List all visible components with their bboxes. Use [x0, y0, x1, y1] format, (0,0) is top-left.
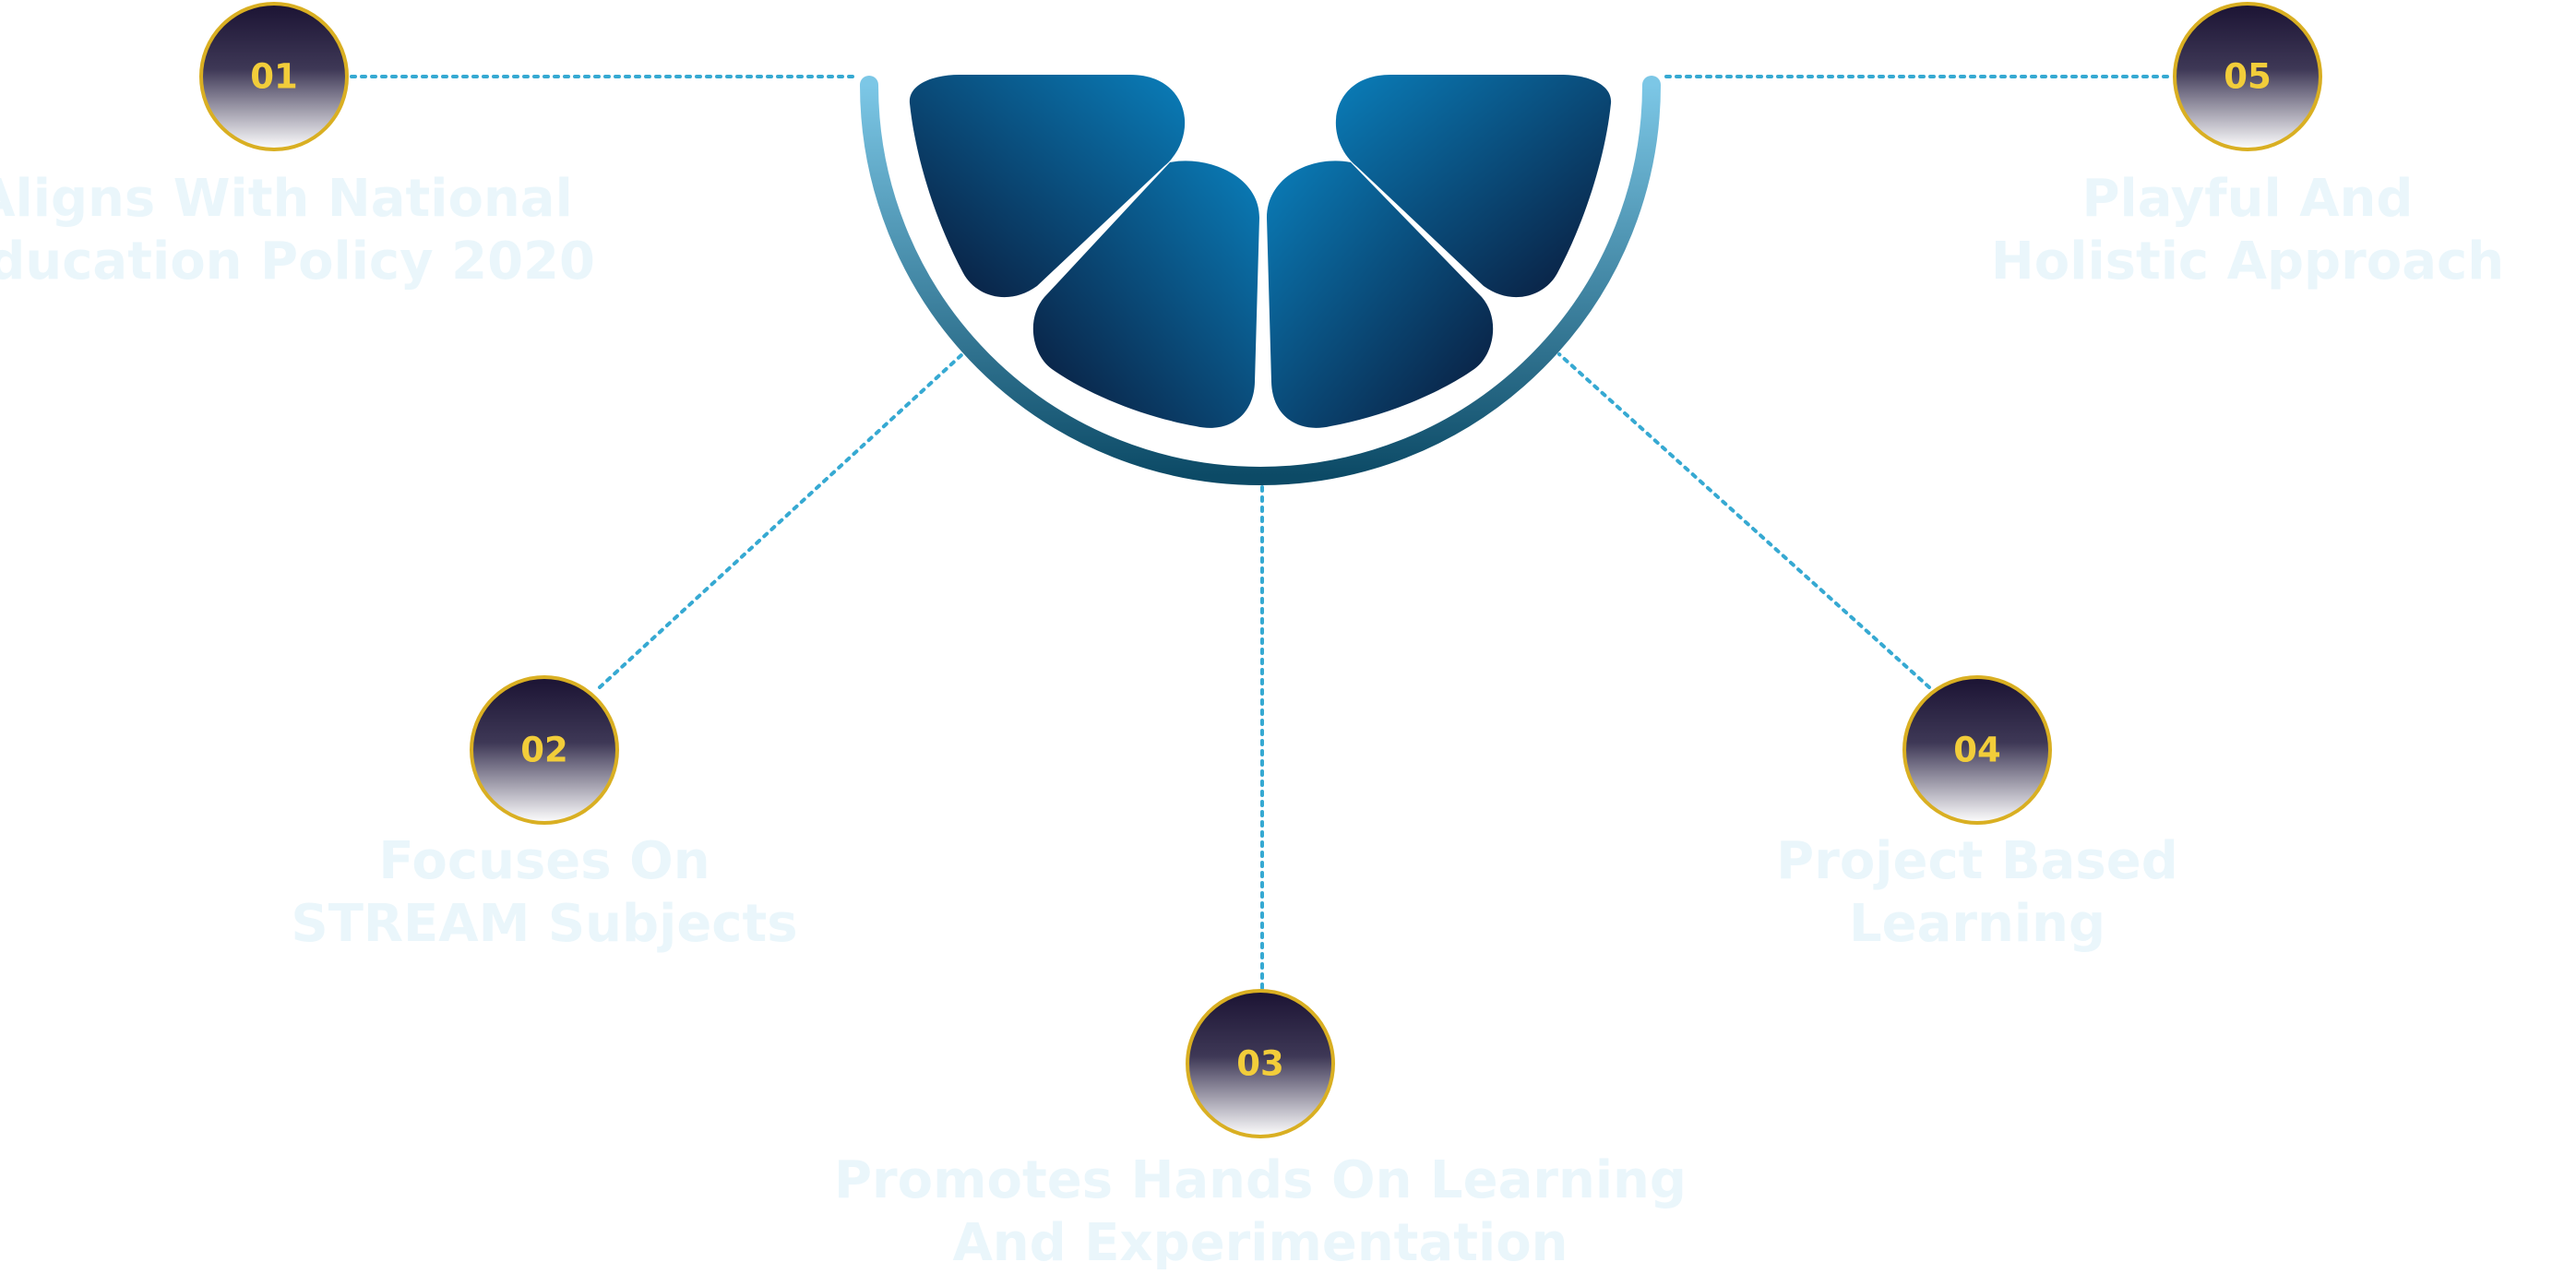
label-line: Aligns With National — [0, 169, 573, 229]
connector-04 — [1557, 352, 1931, 689]
badge-04: 04 — [1902, 675, 2052, 825]
badge-number: 02 — [520, 731, 568, 770]
lemon-slice-icon — [860, 75, 1661, 485]
lemon-rind-arc — [860, 76, 1661, 485]
label-02: Focuses On STREAM Subjects — [291, 831, 797, 954]
badge-number: 05 — [2224, 57, 2272, 97]
label-line: Education Policy 2020 — [0, 232, 595, 292]
label-line: Learning — [1849, 894, 2105, 954]
label-line: Focuses On — [378, 831, 710, 891]
label-line: Holistic Approach — [1991, 232, 2504, 292]
badge-03: 03 — [1186, 989, 1335, 1138]
lemon-segment-3 — [1267, 161, 1494, 428]
label-line: Promotes Hands On Learning — [834, 1150, 1687, 1210]
lemon-segment-4 — [1335, 75, 1612, 298]
label-line: Playful And — [2081, 169, 2413, 229]
label-line: And Experimentation — [952, 1213, 1568, 1269]
badge-01: 01 — [199, 2, 349, 151]
label-line: Project Based — [1776, 831, 2178, 891]
label-03: Promotes Hands On Learning And Experimen… — [834, 1150, 1687, 1273]
badge-number: 04 — [1953, 731, 2001, 770]
label-01: Aligns With National Education Policy 20… — [0, 169, 595, 292]
label-04: Project Based Learning — [1776, 831, 2178, 954]
badge-number: 03 — [1236, 1044, 1284, 1084]
connector-02 — [598, 352, 964, 689]
badge-02: 02 — [470, 675, 619, 825]
connector-lines — [350, 75, 2176, 991]
badge-number: 01 — [250, 57, 298, 97]
badge-05: 05 — [2173, 2, 2322, 151]
label-05: Playful And Holistic Approach — [1991, 169, 2504, 292]
lemon-segment-2 — [1032, 161, 1259, 428]
lemon-segment-1 — [909, 75, 1186, 298]
label-line: STREAM Subjects — [291, 894, 797, 954]
